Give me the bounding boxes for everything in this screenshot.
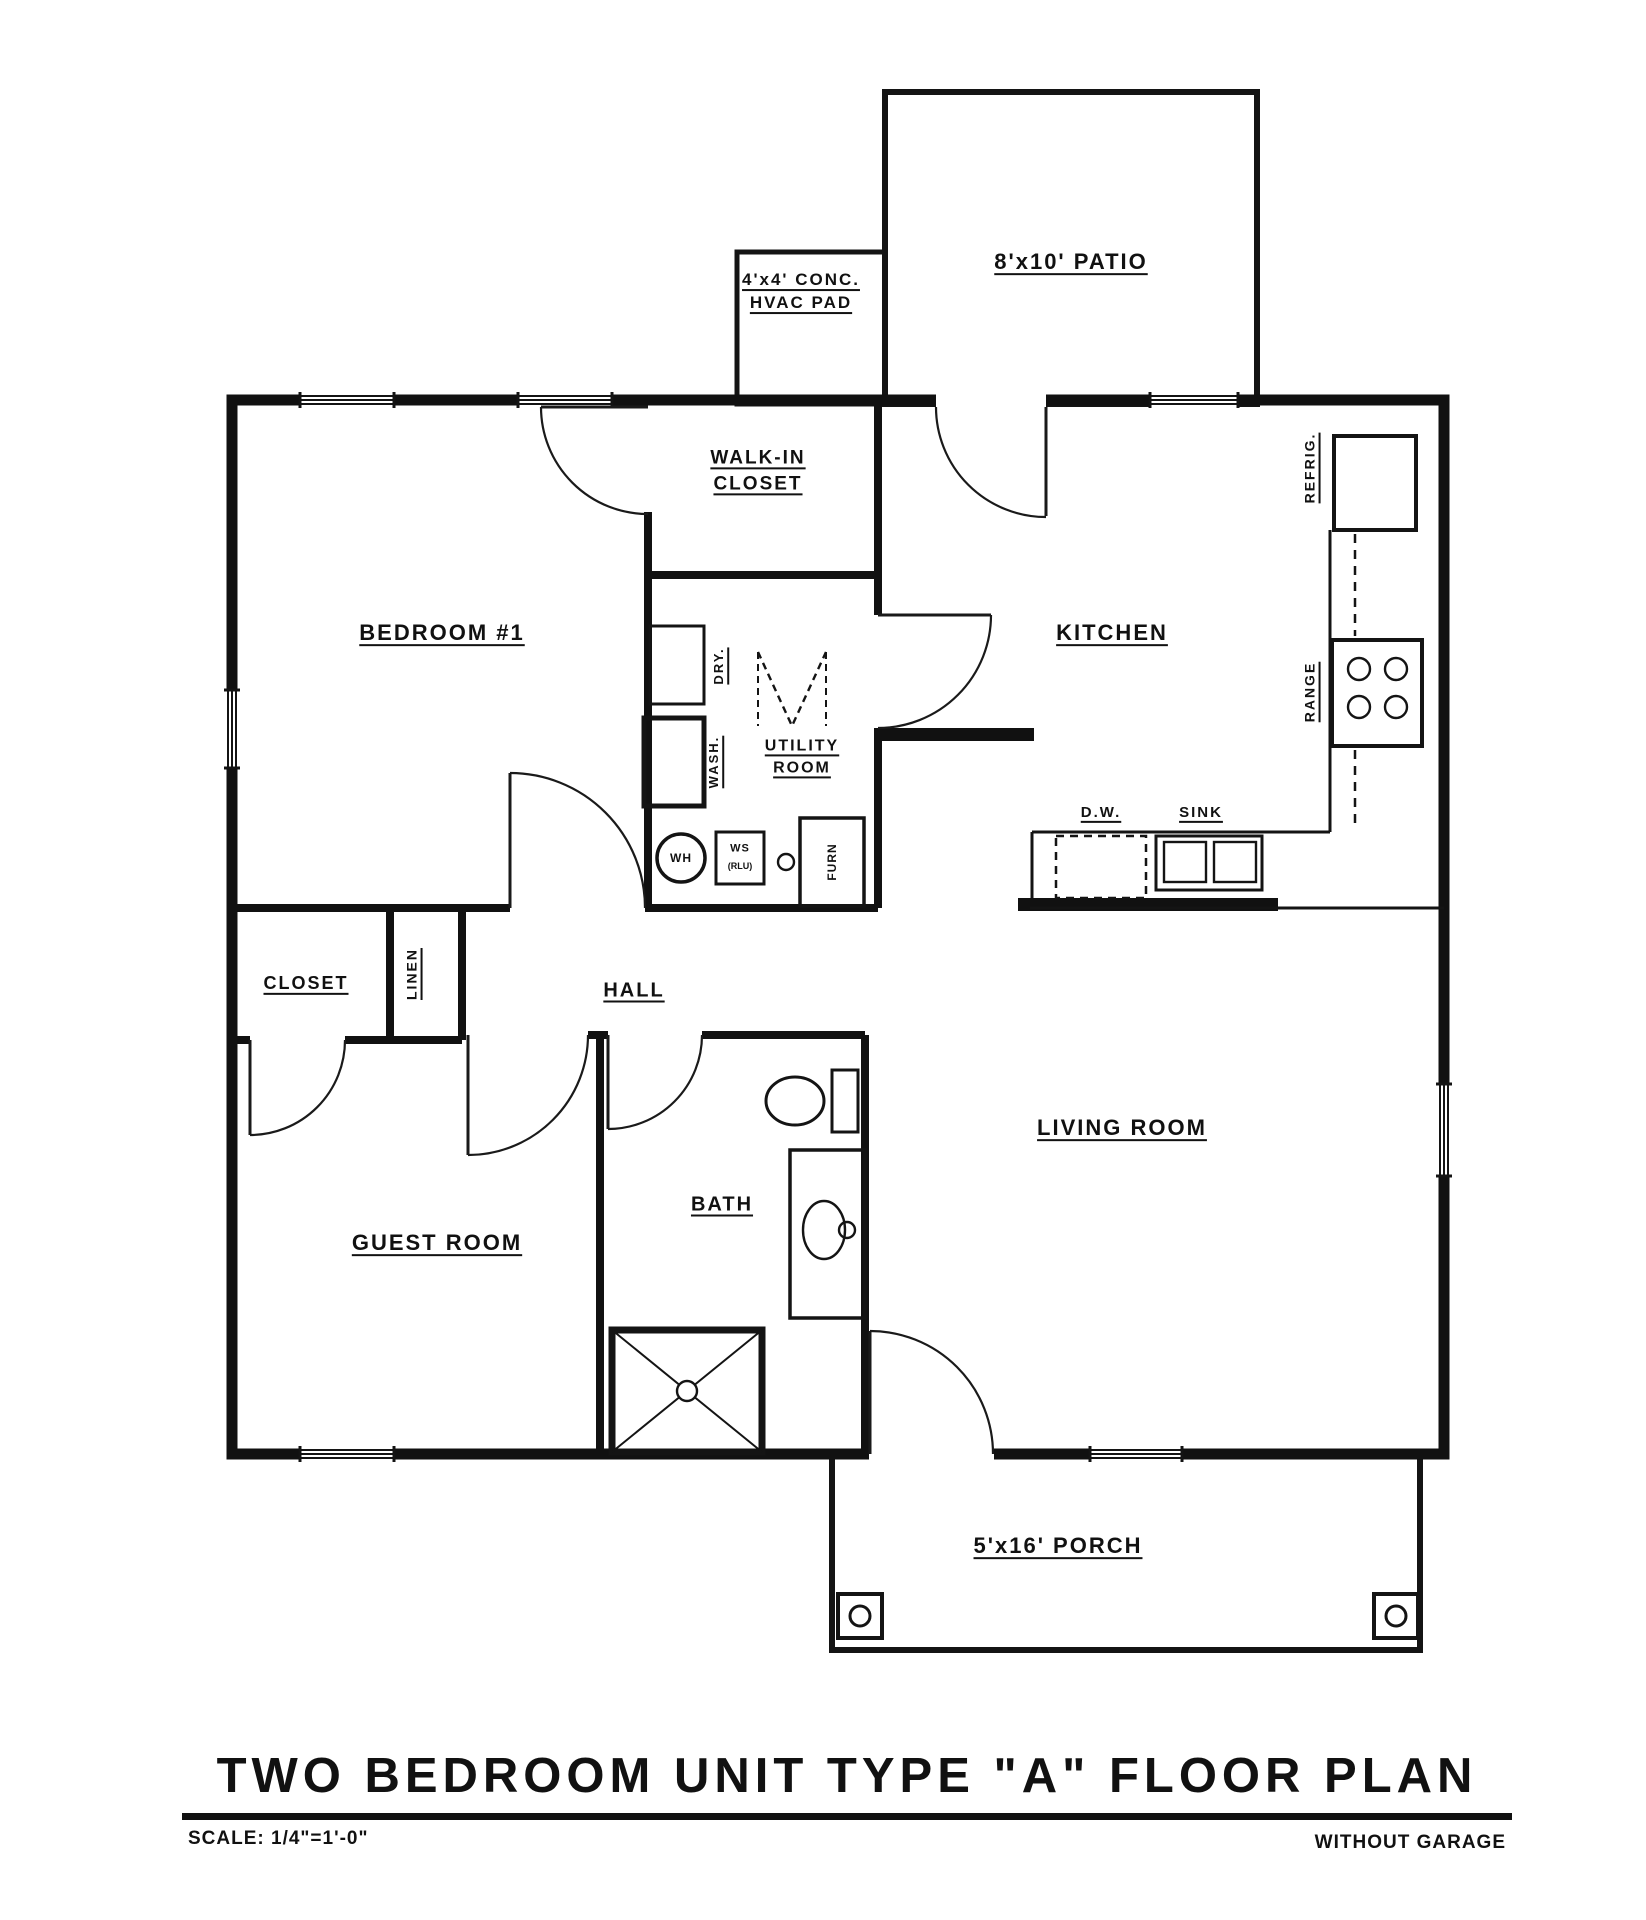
range-label: RANGE	[1301, 661, 1318, 723]
sheet-scale: SCALE: 1/4"=1'-0"	[188, 1828, 369, 1849]
dryer-label: DRY.	[711, 647, 727, 685]
water-softener-box	[714, 830, 766, 886]
utility-fixtures	[641, 624, 866, 908]
room-label-bath: BATH	[690, 1193, 754, 1216]
refrigerator-box	[1332, 434, 1418, 532]
room-label-linen: LINEN	[403, 948, 420, 1000]
bath-fixtures	[608, 1068, 867, 1456]
room-label-guest-room: GUEST ROOM	[351, 1230, 523, 1256]
washer-box	[641, 715, 707, 809]
sink-label: SINK	[1179, 803, 1223, 821]
washer-label: WASH.	[706, 735, 722, 789]
patio-label: 8'x10' PATIO	[994, 249, 1148, 275]
room-label-utility: UTILITY ROOM	[764, 737, 840, 776]
furnace-box	[798, 816, 866, 908]
dishwasher-box	[1054, 834, 1148, 900]
floor-drain	[776, 852, 796, 872]
kitchen-fixtures	[1030, 434, 1444, 910]
room-label-closet: CLOSET	[263, 972, 349, 993]
windows	[224, 392, 1452, 1462]
doors	[248, 405, 1048, 1455]
sheet-title: TWO BEDROOM UNIT TYPE "A" FLOOR PLAN	[182, 1748, 1512, 1820]
furnace-label: FURN	[824, 843, 839, 881]
shower-drain	[675, 1379, 699, 1403]
room-label-kitchen: KITCHEN	[1056, 620, 1168, 646]
hvac-pad-label: 4'x4' CONC. HVAC PAD	[742, 270, 860, 312]
sink-box	[1154, 834, 1264, 892]
room-label-living-room: LIVING ROOM	[1037, 1115, 1207, 1141]
interior-walls	[232, 400, 1278, 1454]
porch-column-right	[1372, 1592, 1420, 1640]
porch-outline	[829, 1459, 1423, 1653]
vanity-box	[788, 1148, 867, 1320]
porch-label: 5'x16' PORCH	[973, 1533, 1143, 1559]
shower-box	[608, 1326, 766, 1456]
porch-column-left	[836, 1592, 884, 1640]
dishwasher-label: D.W.	[1080, 803, 1122, 821]
range-box	[1330, 638, 1424, 748]
flue-symbol	[756, 651, 828, 729]
sheet-variant-note: WITHOUT GARAGE	[1314, 1832, 1506, 1853]
dryer-box	[648, 624, 706, 706]
room-label-bedroom1: BEDROOM #1	[359, 620, 525, 646]
kitchen-half-wall	[878, 728, 1034, 741]
water-softener-label: WS	[730, 842, 750, 855]
water-heater-circle	[655, 832, 707, 884]
room-label-hall: HALL	[603, 979, 665, 1002]
refrigerator-label: REFRIG.	[1301, 432, 1318, 504]
toilet-bowl	[764, 1075, 826, 1127]
water-heater-label: WH	[670, 850, 692, 865]
vanity-basin	[801, 1199, 847, 1261]
toilet-tank	[830, 1068, 860, 1134]
water-softener-note: (RLU)	[727, 860, 753, 871]
exterior-door-openings	[869, 392, 1046, 1462]
exterior-walls	[226, 394, 1450, 1460]
room-label-walkin-closet: WALK-IN CLOSET	[710, 447, 806, 494]
